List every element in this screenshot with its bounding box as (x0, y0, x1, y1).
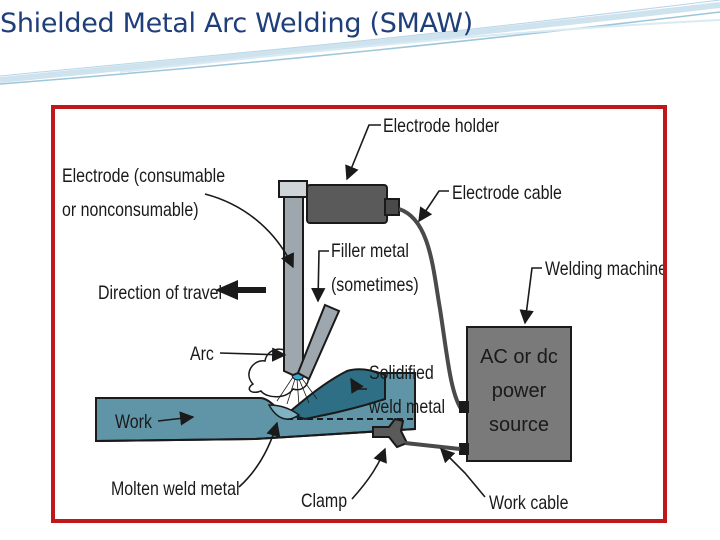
label-arc: Arc (190, 343, 214, 365)
label-electrode-line1: Electrode (consumable (62, 165, 225, 187)
pointer-filler-metal (311, 250, 329, 303)
electrode-clamp-cap (278, 180, 308, 198)
label-solidified-line2: weld metal (368, 396, 445, 418)
work-clamp (372, 417, 409, 449)
work-cable (404, 441, 461, 451)
power-source-box (466, 326, 572, 462)
power-source-line1: AC or dc (480, 346, 558, 368)
power-source-line3: source (489, 414, 549, 436)
label-work-cable: Work cable (489, 492, 568, 514)
pointer-arc (219, 347, 287, 362)
electrode-holder-grip (384, 198, 400, 216)
electrode-cable (398, 207, 469, 409)
pointer-electrode (204, 193, 294, 269)
pointer-clamp (351, 447, 387, 500)
pointer-solidified (350, 377, 367, 394)
title-swoosh-decoration (0, 0, 720, 85)
electrode-rod (283, 193, 304, 377)
pointer-work-cable (439, 447, 486, 498)
arc-spray-lines (276, 376, 318, 406)
pointer-welding-machine (519, 267, 542, 325)
label-electrode-line2: or nonconsumable) (62, 199, 199, 221)
label-work: Work (115, 411, 152, 433)
label-welding-machine: Welding machine (545, 258, 663, 280)
pointer-work (157, 411, 195, 426)
label-electrode-cable: Electrode cable (452, 182, 562, 204)
slide-title: Shielded Metal Arc Welding (SMAW) (0, 8, 473, 39)
power-source-line2: power (492, 380, 547, 402)
molten-weld-pool (267, 404, 301, 420)
diagram-frame: AC or dc power source Electrode holder (51, 105, 667, 523)
label-filler-line2: (sometimes) (331, 274, 419, 296)
label-clamp: Clamp (301, 490, 347, 512)
label-molten-weld-metal: Molten weld metal (111, 478, 240, 500)
power-terminal-top (459, 401, 469, 413)
power-terminal-bottom (459, 443, 469, 455)
pointer-electrode-holder (345, 124, 381, 181)
pointer-electrode-cable (418, 190, 449, 223)
electrode-holder-body (306, 184, 388, 224)
label-direction-of-travel: Direction of travel (98, 282, 222, 304)
direction-arrow (215, 280, 266, 300)
work-piece-bottom-edge (95, 428, 416, 442)
label-filler-line1: Filler metal (331, 240, 409, 262)
label-electrode-holder: Electrode holder (383, 115, 499, 137)
smaw-diagram: AC or dc power source Electrode holder (62, 115, 663, 514)
label-solidified-line1: Solidified (369, 362, 434, 384)
filler-metal-rod (296, 303, 341, 381)
pointer-molten (238, 421, 281, 488)
